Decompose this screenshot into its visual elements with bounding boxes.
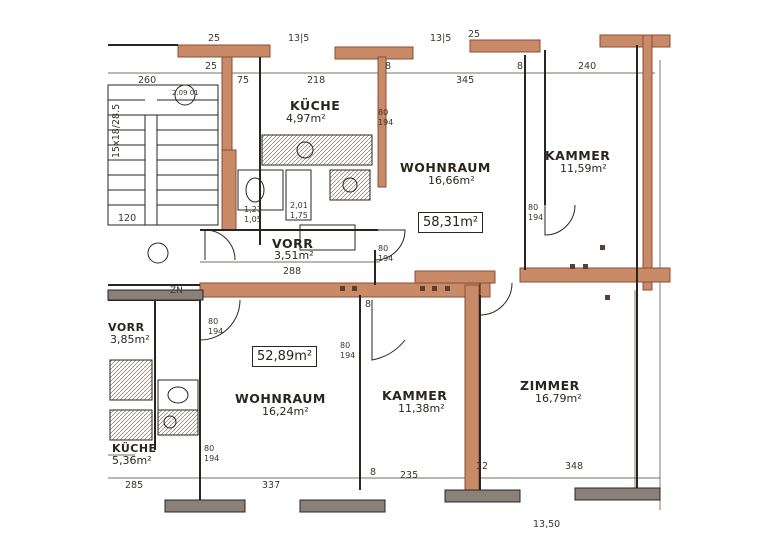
room-area-kammer-top: 11,59m² xyxy=(560,162,607,175)
total-area-bottom: 52,89m² xyxy=(252,346,318,367)
room-area-zimmer: 16,79m² xyxy=(535,392,582,405)
total-area-top: 58,31m² xyxy=(418,212,484,233)
dim-label: 345 xyxy=(456,75,475,86)
room-area-kammer-bottom: 11,38m² xyxy=(398,402,445,415)
dim-label: 194 xyxy=(378,118,394,127)
dim-label: 194 xyxy=(378,254,394,263)
door-swings xyxy=(199,204,576,361)
room-name-vorr-left: VORR xyxy=(108,321,145,334)
dim-label: 348 xyxy=(565,461,584,472)
dim-label: 25 xyxy=(205,61,218,72)
dim-label: 75 xyxy=(237,75,250,86)
dim-label: 1,21 xyxy=(244,205,262,214)
dim-label: 285 xyxy=(125,480,144,491)
dim-label: 194 xyxy=(340,351,356,360)
dim-label: 13,50 xyxy=(533,519,561,530)
dim-label: 194 xyxy=(204,454,220,463)
dim-label: 80 xyxy=(340,341,351,350)
dim-label: 1,05 xyxy=(244,215,262,224)
dim-label: 12 xyxy=(476,461,489,472)
dim-label: 120 xyxy=(118,213,137,224)
dim-label: 25 xyxy=(468,29,481,40)
room-area-kuche-top: 4,97m² xyxy=(286,112,326,125)
dim-label: 80 xyxy=(208,317,219,326)
dim-label: 288 xyxy=(283,266,302,277)
room-area-vorr-top: 3,51m² xyxy=(274,249,314,262)
dim-label: 25 xyxy=(208,33,221,44)
dim-label: 337 xyxy=(262,480,281,491)
room-area-wohnraum-top: 16,66m² xyxy=(428,174,475,187)
fixtures-bottom xyxy=(109,359,199,441)
dim-label: 13|5 xyxy=(288,33,310,44)
dim-label: 240 xyxy=(578,61,597,72)
dim-label: 8 xyxy=(370,467,377,478)
dim-label: 15x18/28.5 xyxy=(111,103,122,158)
outlet-markers xyxy=(340,245,610,300)
room-name-wohnraum-bottom: WOHNRAUM xyxy=(235,391,326,406)
dim-label: 13|5 xyxy=(430,33,452,44)
dim-label: 8 xyxy=(517,61,524,72)
room-name-wohnraum-top: WOHNRAUM xyxy=(400,160,491,175)
dim-label: 260 xyxy=(138,75,157,86)
room-name-vorr-top: VORR xyxy=(272,236,314,251)
walls-bottom xyxy=(107,289,661,513)
room-name-kuche-bottom: KÜCHE xyxy=(112,442,157,455)
dim-label: 80 xyxy=(378,244,389,253)
walls-structural xyxy=(177,34,671,496)
dim-label: 2,01 xyxy=(290,201,308,210)
dim-label: ZN xyxy=(170,286,183,296)
dim-label: 194 xyxy=(208,327,224,336)
room-name-kammer-bottom: KAMMER xyxy=(382,388,448,403)
walls-interior xyxy=(108,44,638,510)
staircase xyxy=(107,84,219,264)
dim-label: 8 xyxy=(365,299,372,310)
room-name-zimmer: ZIMMER xyxy=(520,378,580,393)
room-area-vorr-left: 3,85m² xyxy=(110,333,150,346)
room-name-kuche-top: KÜCHE xyxy=(290,98,341,113)
room-name-kammer-top: KAMMER xyxy=(545,148,611,163)
dim-label: 235 xyxy=(400,470,419,481)
room-area-wohnraum-bottom: 16,24m² xyxy=(262,405,309,418)
dim-label: 8 xyxy=(385,61,392,72)
dim-label: 1,75 xyxy=(290,211,308,220)
dim-label: 2.09 01 xyxy=(172,89,199,97)
fixtures-top xyxy=(237,134,373,251)
dim-label: 80 xyxy=(378,108,389,117)
dim-label: 80 xyxy=(204,444,215,453)
room-area-kuche-bottom: 5,36m² xyxy=(112,454,152,467)
dim-label: 80 xyxy=(528,203,539,212)
dim-label: 218 xyxy=(307,75,326,86)
dim-label: 194 xyxy=(528,213,544,222)
